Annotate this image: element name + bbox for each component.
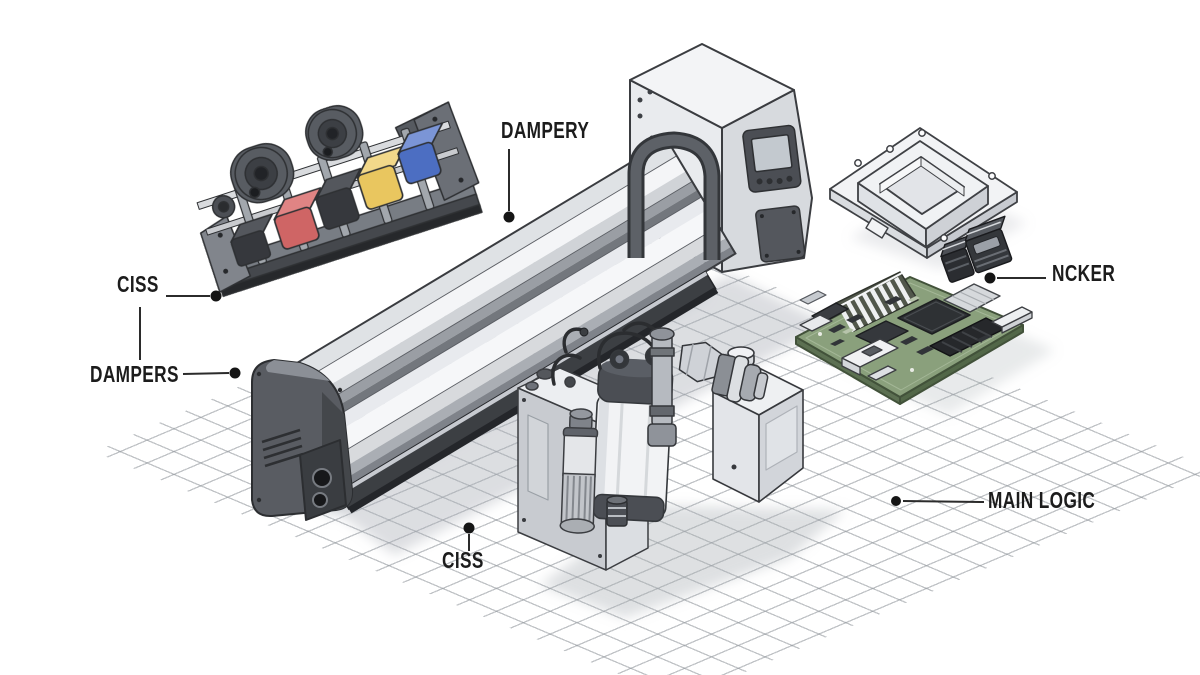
label-ncker-text: NCKER [1052, 260, 1116, 286]
tower-display-panel [742, 124, 802, 193]
label-ciss-bottom: CISS [442, 547, 484, 573]
pump-capstan [606, 495, 628, 527]
dot-ciss-bottom [463, 522, 475, 534]
pcb-cpu [897, 298, 971, 335]
connector-module [940, 215, 1013, 283]
label-main-logic: MAIN LOGIC [988, 487, 1096, 513]
dot-ciss-top [210, 290, 222, 302]
carriage-pulleys [211, 105, 364, 219]
tube-connector [579, 327, 589, 337]
dot-dampers [229, 367, 241, 379]
pcb-small-chips [828, 296, 991, 355]
pcb-emi-shield [943, 283, 1001, 313]
label-ciss-bottom-text: CISS [442, 547, 484, 573]
tower-access-panel [755, 205, 806, 263]
tray-screw-holes [854, 129, 996, 242]
pcb-chip [855, 320, 909, 347]
damper-blocks [230, 122, 444, 267]
tower-top-face [629, 43, 795, 129]
carriage-base-lip [220, 203, 483, 297]
label-dampers: DAMPERS [90, 361, 179, 387]
end-cap-vents [261, 428, 304, 468]
main-rail-beam [263, 139, 737, 514]
label-ciss-top-text: CISS [117, 271, 159, 297]
dot-dampery [503, 211, 515, 223]
tube-arm-fitting [647, 327, 769, 447]
leader-main-logic [902, 500, 985, 503]
main-logic-board [795, 271, 1033, 405]
leader-lines [139, 149, 1046, 551]
maintenance-tray [829, 127, 1018, 259]
label-main-logic-text: MAIN LOGIC [988, 487, 1096, 513]
leader-dampers [182, 372, 230, 375]
carriage-left-plate [199, 215, 252, 293]
rail-end-cap [251, 359, 354, 521]
pcb-white-connectors [799, 306, 1033, 381]
dot-main-logic [891, 496, 901, 506]
leader-dots [210, 211, 996, 534]
label-dampery-text: DAMPERY [501, 117, 590, 143]
carriage-screws [217, 116, 464, 274]
tray-notch [865, 217, 889, 239]
label-ncker: NCKER [1052, 260, 1116, 286]
tower-arch-ring [627, 131, 721, 260]
label-dampery: DAMPERY [501, 117, 590, 143]
label-ciss-top: CISS [117, 271, 159, 297]
motor-cylinder [559, 408, 599, 534]
damper-carriage-assembly [196, 101, 483, 297]
pcb-bracket [799, 290, 827, 305]
dot-ncker [984, 272, 996, 284]
pcb-ribbed-module [929, 317, 1007, 357]
label-dampers-text: DAMPERS [90, 361, 179, 387]
